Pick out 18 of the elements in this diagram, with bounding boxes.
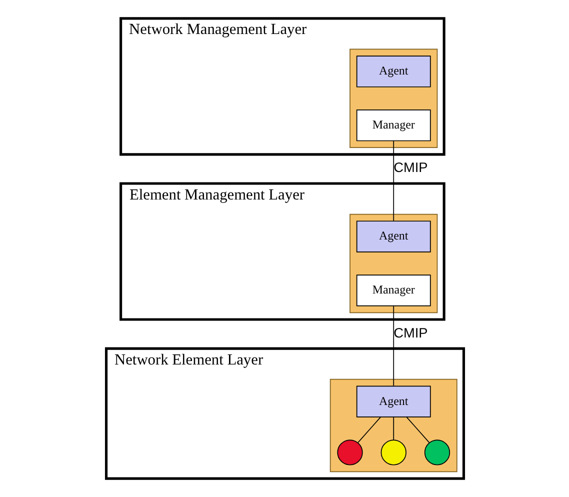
connector	[392, 306, 394, 386]
cluster	[349, 48, 438, 148]
connector	[406, 416, 430, 443]
node-circle	[336, 440, 362, 466]
node-box: Agent	[356, 386, 430, 418]
connector	[392, 140, 394, 222]
node-circle	[380, 440, 406, 466]
node-box: Agent	[356, 56, 430, 88]
cluster	[349, 214, 438, 314]
connector	[392, 416, 394, 440]
connector	[357, 416, 380, 443]
edge-label: CMIP	[393, 160, 428, 176]
edge-label: CMIP	[393, 325, 428, 340]
cluster	[329, 378, 457, 472]
node-box: Manager	[356, 274, 430, 306]
node-box: Agent	[356, 220, 430, 252]
node-box: Manager	[356, 110, 430, 142]
node-circle	[424, 440, 450, 466]
